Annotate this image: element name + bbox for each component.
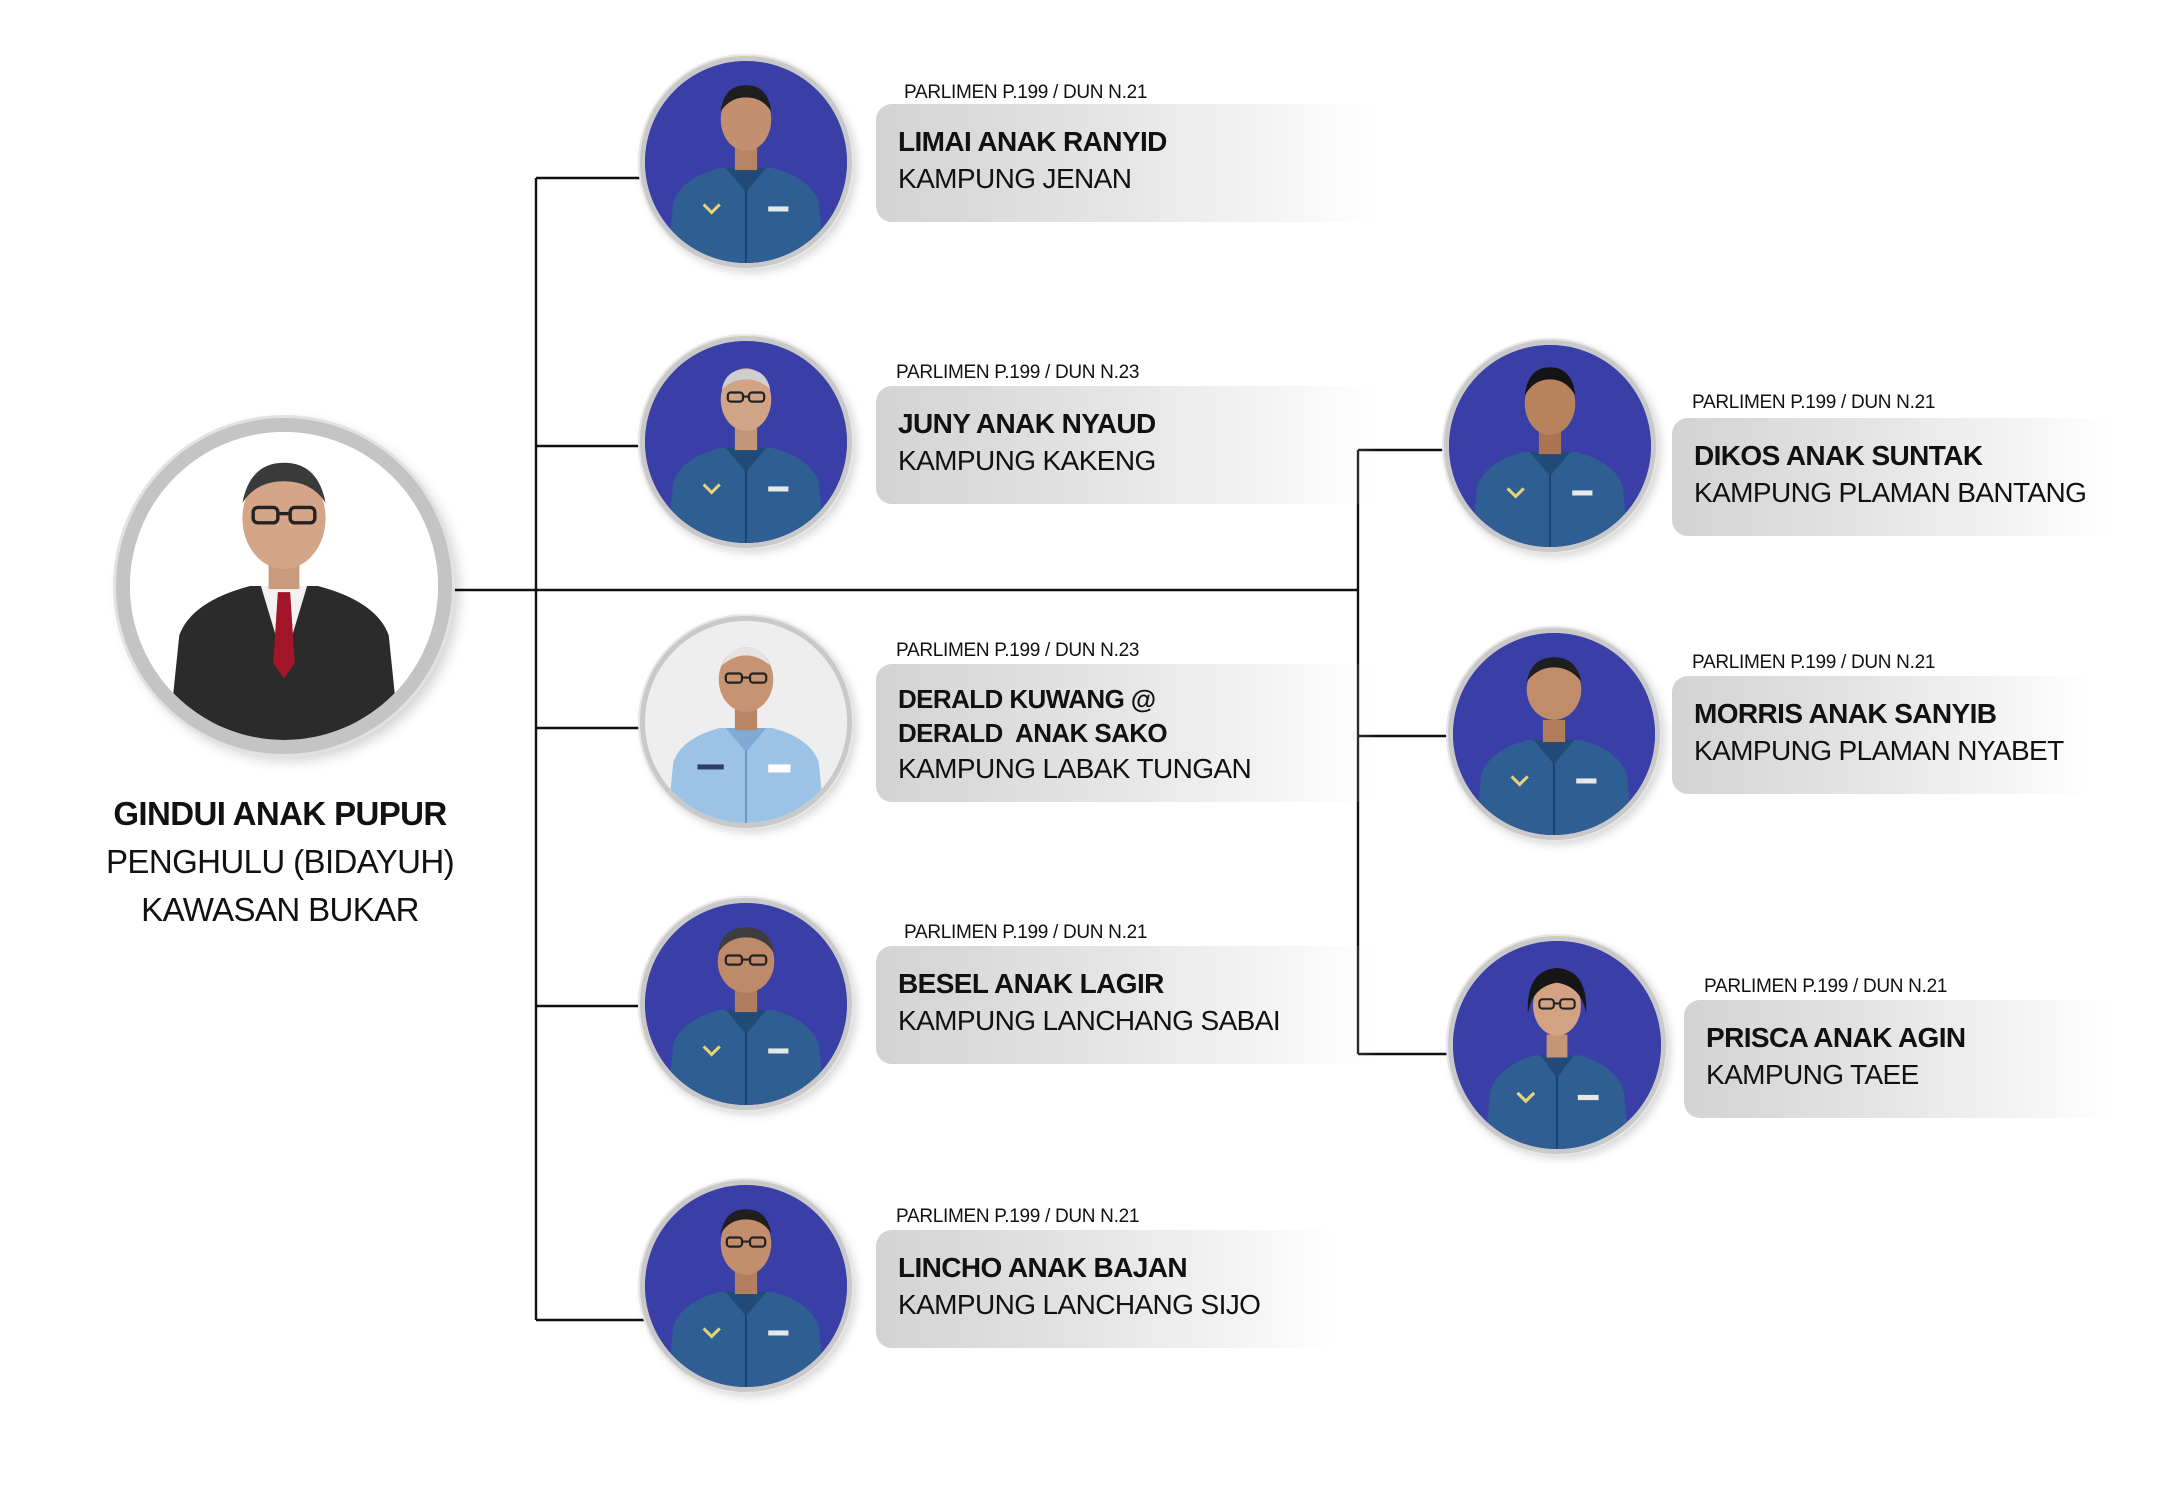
member-person-illustration <box>645 1185 847 1387</box>
member-place: KAMPUNG LANCHANG SIJO <box>898 1289 1261 1320</box>
member-place: KAMPUNG TAEE <box>1706 1059 1919 1090</box>
member-portrait <box>640 616 852 828</box>
member-name-line1: DERALD KUWANG @ <box>898 684 1156 714</box>
member-place: KAMPUNG KAKENG <box>898 445 1156 476</box>
member-portrait <box>640 56 852 268</box>
head-info: GINDUI ANAK PUPUR PENGHULU (BIDAYUH) KAW… <box>60 790 500 934</box>
member-name: JUNY ANAK NYAUD <box>898 408 1156 439</box>
member-code: PARLIMEN P.199 / DUN N.21 <box>1692 652 1936 673</box>
member-portrait <box>1448 628 1660 840</box>
head-portrait <box>116 418 452 754</box>
head-area: KAWASAN BUKAR <box>141 891 419 928</box>
member-code: PARLIMEN P.199 / DUN N.21 <box>904 922 1148 943</box>
member-code: PARLIMEN P.199 / DUN N.21 <box>1692 392 1936 413</box>
member-card: BESEL ANAK LAGIR KAMPUNG LANCHANG SABAI <box>876 946 1376 1064</box>
member-name: LIMAI ANAK RANYID <box>898 126 1167 157</box>
member-place: KAMPUNG LABAK TUNGAN <box>898 753 1252 784</box>
member-name: DIKOS ANAK SUNTAK <box>1694 440 1983 471</box>
member-portrait <box>640 898 852 1110</box>
member-code: PARLIMEN P.199 / DUN N.23 <box>896 362 1140 383</box>
member-name: MORRIS ANAK SANYIB <box>1694 698 1997 729</box>
member-name-line2: DERALD ANAK SAKO <box>898 718 1168 748</box>
member-place: KAMPUNG JENAN <box>898 163 1132 194</box>
member-place: KAMPUNG PLAMAN NYABET <box>1694 735 2064 766</box>
member-card: DIKOS ANAK SUNTAK KAMPUNG PLAMAN BANTANG <box>1672 418 2112 536</box>
member-card: JUNY ANAK NYAUD KAMPUNG KAKENG <box>876 386 1376 504</box>
member-card: DERALD KUWANG @ DERALD ANAK SAKO KAMPUNG… <box>876 664 1376 802</box>
member-person-illustration <box>1449 345 1651 547</box>
member-person-illustration <box>1453 941 1661 1149</box>
member-name: LINCHO ANAK BAJAN <box>898 1252 1188 1283</box>
member-person-illustration <box>645 61 847 263</box>
member-person-illustration <box>645 621 847 823</box>
member-portrait <box>1444 340 1656 552</box>
member-place: KAMPUNG PLAMAN BANTANG <box>1694 477 2087 508</box>
head-person-illustration <box>130 432 438 740</box>
head-title: PENGHULU (BIDAYUH) <box>106 843 455 880</box>
member-code: PARLIMEN P.199 / DUN N.21 <box>904 82 1148 103</box>
member-code: PARLIMEN P.199 / DUN N.21 <box>896 1206 1140 1227</box>
member-place: KAMPUNG LANCHANG SABAI <box>898 1005 1281 1036</box>
member-portrait <box>640 336 852 548</box>
member-card: PRISCA ANAK AGIN KAMPUNG TAEE <box>1684 1000 2114 1118</box>
member-portrait <box>1448 936 1666 1154</box>
member-code: PARLIMEN P.199 / DUN N.23 <box>896 640 1140 661</box>
member-portrait <box>640 1180 852 1392</box>
member-card: LINCHO ANAK BAJAN KAMPUNG LANCHANG SIJO <box>876 1230 1336 1348</box>
member-person-illustration <box>645 903 847 1105</box>
member-person-illustration <box>1453 633 1655 835</box>
member-card: MORRIS ANAK SANYIB KAMPUNG PLAMAN NYABET <box>1672 676 2092 794</box>
member-person-illustration <box>645 341 847 543</box>
member-card: LIMAI ANAK RANYID KAMPUNG JENAN <box>876 104 1376 222</box>
head-name: GINDUI ANAK PUPUR <box>113 795 447 832</box>
member-name: PRISCA ANAK AGIN <box>1706 1022 1966 1053</box>
member-code: PARLIMEN P.199 / DUN N.21 <box>1704 976 1948 997</box>
member-name: BESEL ANAK LAGIR <box>898 968 1164 999</box>
